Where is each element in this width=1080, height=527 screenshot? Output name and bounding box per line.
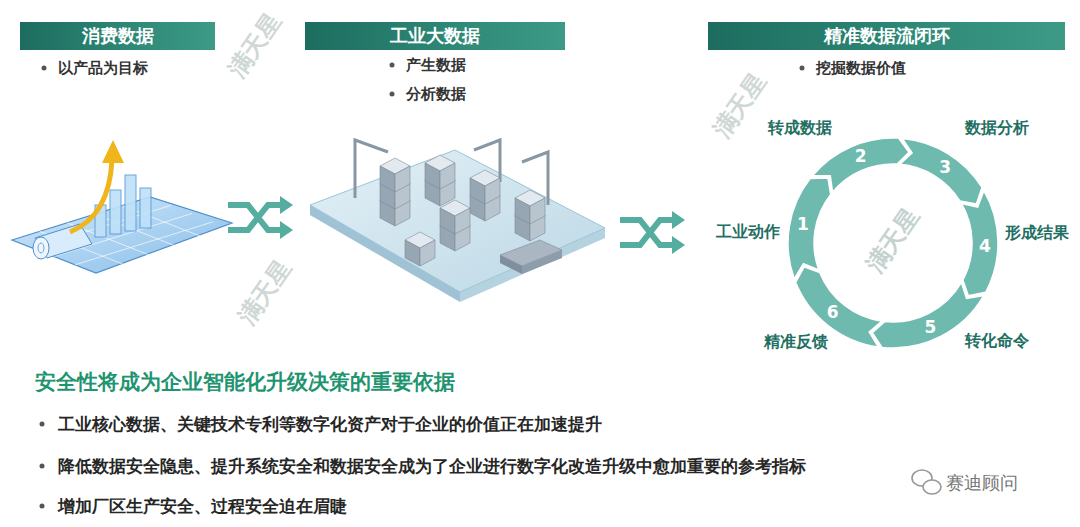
bullet-dots-part (390, 63, 395, 68)
watermark: 满天星 (861, 202, 926, 277)
shuffle-arrow-part (672, 211, 685, 229)
bullet-dots-part (800, 66, 805, 71)
factory-illustration-part (425, 155, 455, 189)
header-title: 精准数据流闭环 (824, 25, 950, 47)
watermark: 满天星 (708, 67, 773, 142)
factory-illustration-part (522, 250, 562, 274)
section-heading: 安全性将成为企业智能化升级决策的重要依据 (35, 370, 455, 395)
bullet-text: 降低数据安全隐患、提升系统安全和数据安全成为了企业进行数字化改造升级中愈加重要的… (58, 456, 806, 476)
header-band: 消费数据 (20, 22, 215, 50)
bullet-dots-part (42, 66, 47, 71)
step-number: 6 (827, 303, 839, 322)
step-number: 3 (939, 158, 951, 177)
shuffle-arrow (228, 196, 293, 239)
chart-illustration-part (110, 190, 121, 234)
factory-illustration-part (405, 232, 435, 266)
header-title: 工业大数据 (390, 25, 480, 47)
wechat-icon-part (923, 480, 941, 494)
bullet-text: 分析数据 (406, 85, 466, 103)
cycle-arrow-segment (900, 138, 982, 204)
chart-illustration-part (33, 237, 49, 259)
shuffle-arrow (620, 211, 685, 254)
shuffle-arrow-part (620, 220, 674, 245)
factory-illustration-part (500, 255, 522, 274)
header-band: 精准数据流闭环 (708, 22, 1065, 50)
watermark: 满天星 (223, 7, 288, 82)
source-mark: 赛迪顾问 (946, 472, 1018, 494)
cycle-step: 5转化命令 (919, 316, 941, 339)
cycle-step: 4形成结果 (974, 235, 996, 258)
factory-illustration-part (515, 190, 545, 224)
chart-illustration-part (70, 160, 112, 232)
cycle-arrow-segment (788, 178, 831, 279)
step-label: 形成结果 (1005, 223, 1069, 242)
factory-illustration-part (470, 170, 500, 204)
step-label: 工业动作 (716, 222, 780, 241)
step-number: 5 (924, 318, 936, 337)
shuffle-arrow-part (672, 236, 685, 254)
bullet-text: 以产品为目标 (58, 59, 148, 77)
bullet-dots-part (390, 92, 395, 97)
cycle-ring (788, 138, 998, 348)
cycle-arrow-segment (813, 138, 909, 192)
bullet-dots (40, 63, 805, 509)
step-label: 数据分析 (965, 118, 1029, 137)
bullet-text: 增加厂区生产安全、过程安全迫在眉睫 (58, 496, 347, 516)
chart-illustration-part (12, 197, 232, 273)
chart-illustration-part (125, 175, 136, 231)
bullet-dots-part (40, 504, 45, 509)
bullet-dots-part (40, 422, 45, 427)
shuffle-arrow-part (280, 221, 293, 239)
chart-illustration (12, 140, 232, 273)
bullet-dots-part (40, 464, 45, 469)
chart-illustration-part (33, 205, 213, 264)
wechat-icon (912, 470, 941, 494)
header-title: 消费数据 (82, 25, 154, 47)
bullet-text: 产生数据 (406, 56, 466, 74)
cycle-arrow-segment (961, 191, 998, 296)
bullet-text: 工业核心数据、关键技术专利等数字化资产对于企业的价值正在加速提升 (58, 414, 602, 434)
cycle-step: 2转成数据 (850, 145, 872, 168)
step-number: 2 (855, 147, 867, 166)
factory-illustration (310, 140, 605, 302)
step-label: 精准反馈 (764, 332, 828, 351)
cycle-step: 3数据分析 (934, 156, 956, 179)
factory-illustration-part (380, 158, 410, 192)
header-band: 工业大数据 (305, 22, 565, 50)
shuffle-arrow-part (280, 196, 293, 214)
step-label: 转成数据 (768, 118, 832, 137)
factory-illustration-part (440, 200, 470, 234)
cycle-step: 6精准反馈 (822, 301, 844, 324)
step-label: 转化命令 (965, 331, 1029, 350)
bullet-text: 挖掘数据价值 (816, 59, 906, 77)
chart-illustration-part (38, 243, 44, 253)
step-number: 4 (979, 237, 991, 256)
chart-illustration-part (102, 140, 124, 163)
shuffle-arrow-part (228, 205, 282, 230)
cycle-step: 1工业动作 (792, 212, 814, 235)
watermark: 满天星 (233, 254, 298, 329)
step-number: 1 (797, 215, 809, 234)
chart-illustration-part (140, 188, 151, 228)
